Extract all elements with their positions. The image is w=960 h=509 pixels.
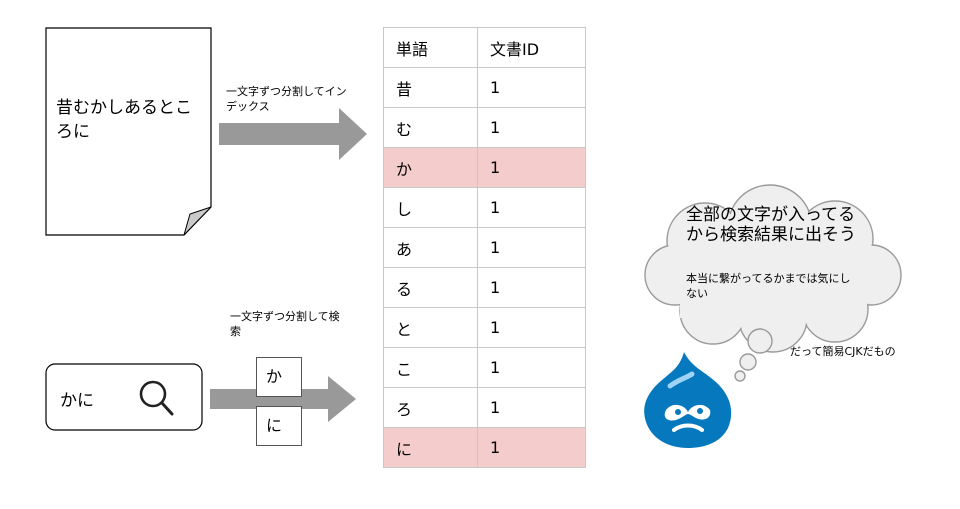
cell-word: 昔	[383, 67, 478, 108]
cell-doc-id: 1	[477, 187, 586, 228]
table-header-row: 単語 文書ID	[383, 27, 586, 68]
search-arrow-label: 一文字ずつ分割して検索	[230, 310, 340, 338]
cell-doc-id: 1	[477, 67, 586, 108]
search-icon[interactable]	[138, 378, 176, 418]
header-doc-id: 文書ID	[477, 27, 586, 68]
cell-doc-id: 1	[477, 427, 586, 468]
caption-text: だって簡易CJKだもの	[790, 345, 896, 358]
search-arrow	[210, 376, 356, 422]
index-arrow-label: 一文字ずつ分割してインデックス	[226, 85, 347, 113]
index-arrow	[219, 108, 367, 160]
search-token-tile: か	[256, 357, 302, 397]
cell-word: に	[383, 427, 478, 468]
cell-doc-id: 1	[477, 387, 586, 428]
cell-word: る	[383, 267, 478, 308]
search-query: かに	[60, 391, 94, 411]
document-page	[45, 27, 212, 236]
cell-word: か	[383, 147, 478, 188]
cell-doc-id: 1	[477, 147, 586, 188]
header-word: 単語	[383, 27, 478, 68]
cell-doc-id: 1	[477, 347, 586, 388]
search-token-tile: に	[256, 406, 302, 446]
cell-doc-id: 1	[477, 107, 586, 148]
cell-word: ろ	[383, 387, 478, 428]
thought-cloud	[644, 184, 902, 382]
cell-doc-id: 1	[477, 307, 586, 348]
thought-subtitle: 本当に繋がってるかまでは気にしない	[686, 272, 851, 300]
search-box[interactable]	[45, 363, 203, 431]
cell-doc-id: 1	[477, 227, 586, 268]
document-text: 昔むかしあるところに	[56, 98, 192, 142]
cell-word: む	[383, 107, 478, 148]
cell-word: あ	[383, 227, 478, 268]
thought-title: 全部の文字が入ってるから検索結果に出そう	[686, 205, 856, 245]
cell-word: こ	[383, 347, 478, 388]
cell-word: と	[383, 307, 478, 348]
cell-word: し	[383, 187, 478, 228]
cell-doc-id: 1	[477, 267, 586, 308]
drupal-drop-icon	[644, 352, 732, 448]
